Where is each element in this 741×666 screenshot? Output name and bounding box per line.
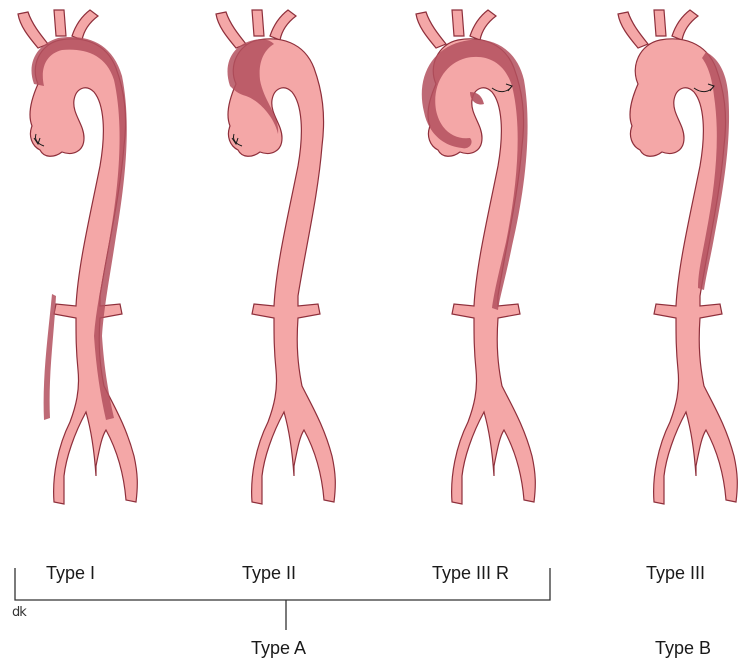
watermark-mark: dk [12,605,26,620]
aorta-type-i [18,10,137,504]
label-type-a: Type A [251,638,306,659]
label-type-b: Type B [655,638,711,659]
label-type-iii-r: Type III R [432,563,509,584]
aorta-type-iii [618,10,737,504]
label-type-iii: Type III [646,563,705,584]
label-type-ii: Type II [242,563,296,584]
label-type-i: Type I [46,563,95,584]
aorta-type-iii-r [416,10,535,504]
aorta-type-ii [216,10,335,504]
